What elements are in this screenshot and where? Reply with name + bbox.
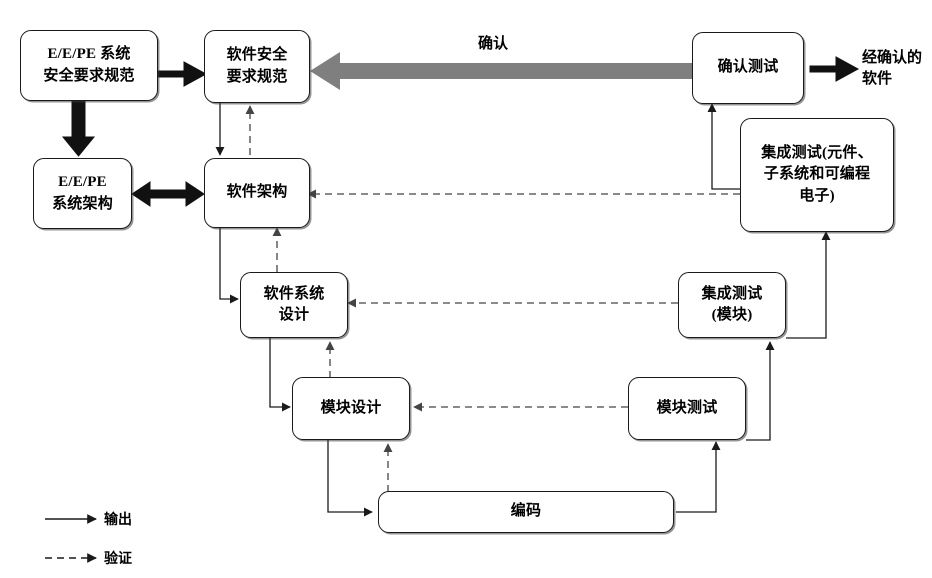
node-validation-test[interactable]: 确认测试 xyxy=(692,32,804,104)
node-label-line: 软件系统 xyxy=(263,285,325,302)
node-label-line: 模块设计 xyxy=(320,399,382,416)
legend-output-text: 输出 xyxy=(104,513,132,528)
label-validated-software-line: 经确认的 xyxy=(862,50,923,66)
node-label-line: 集成测试 xyxy=(701,285,763,302)
node-label-line: 确认测试 xyxy=(717,59,779,76)
node-integration-test-system[interactable]: 集成测试(元件、 子系统和可编程 电子) xyxy=(740,118,894,232)
node-software-safety-requirements[interactable]: 软件安全 要求规范 xyxy=(204,30,310,103)
node-eepe-system-architecture[interactable]: E/E/PE 系统架构 xyxy=(33,158,132,229)
node-label-line: 系统架构 xyxy=(52,195,113,212)
node-label-line: 模块测试 xyxy=(656,399,718,416)
edge-coding-to-module-test xyxy=(676,441,721,513)
node-label-line: 软件架构 xyxy=(226,184,288,201)
edge-eepe-req-to-sw-safety-req xyxy=(157,61,208,87)
edge-sw-arch-to-sw-sys-design xyxy=(219,224,239,304)
node-label-line: 编码 xyxy=(510,503,542,520)
node-module-test[interactable]: 模块测试 xyxy=(628,377,746,440)
node-label-line: 软件安全 xyxy=(226,47,288,64)
label-validated-software-line: 软件 xyxy=(862,71,893,87)
edge-integ-system-to-validation-test xyxy=(707,103,740,190)
node-module-design[interactable]: 模块设计 xyxy=(292,377,410,440)
edge-eepe-req-to-eepe-arch xyxy=(61,100,96,157)
node-label-line: E/E/PE xyxy=(58,174,107,191)
node-label-line: 子系统和可编程 xyxy=(763,166,871,183)
node-coding[interactable]: 编码 xyxy=(378,491,674,533)
edge-module-test-to-integ-module xyxy=(746,341,775,441)
edge-validation-arrow xyxy=(310,52,692,90)
node-software-architecture[interactable]: 软件架构 xyxy=(204,158,310,228)
legend-verification-text: 验证 xyxy=(104,552,132,567)
edge-label-validation-text: 确认 xyxy=(478,36,509,52)
node-label-line: 要求规范 xyxy=(226,68,288,85)
node-label-line: (模块) xyxy=(711,307,753,323)
edge-module-design-to-coding xyxy=(327,440,373,517)
edge-label-validation: 确认 xyxy=(478,32,508,53)
node-eepe-system-safety-requirements[interactable]: E/E/PE 系统 安全要求规范 xyxy=(20,30,158,101)
edge-integ-module-to-integ-system xyxy=(786,231,831,339)
edge-eepe-arch-to-sw-arch xyxy=(131,181,205,207)
edge-validation-test-to-validated-software xyxy=(809,56,860,82)
node-label-line: 设计 xyxy=(278,307,310,323)
legend-item-output-label: 输出 xyxy=(104,509,132,529)
node-label-line: E/E/PE 系统 xyxy=(47,46,131,63)
node-label-line: 安全要求规范 xyxy=(43,67,135,84)
node-label-line: 集成测试(元件、 xyxy=(761,145,873,162)
legend-item-verification-label: 验证 xyxy=(104,548,132,568)
node-software-system-design[interactable]: 软件系统 设计 xyxy=(240,272,348,338)
node-label-line: 电子) xyxy=(799,187,835,204)
edge-sw-sys-design-to-module-design xyxy=(269,338,291,412)
node-integration-test-module[interactable]: 集成测试 (模块) xyxy=(678,272,786,338)
label-validated-software: 经确认的 软件 xyxy=(862,48,932,90)
